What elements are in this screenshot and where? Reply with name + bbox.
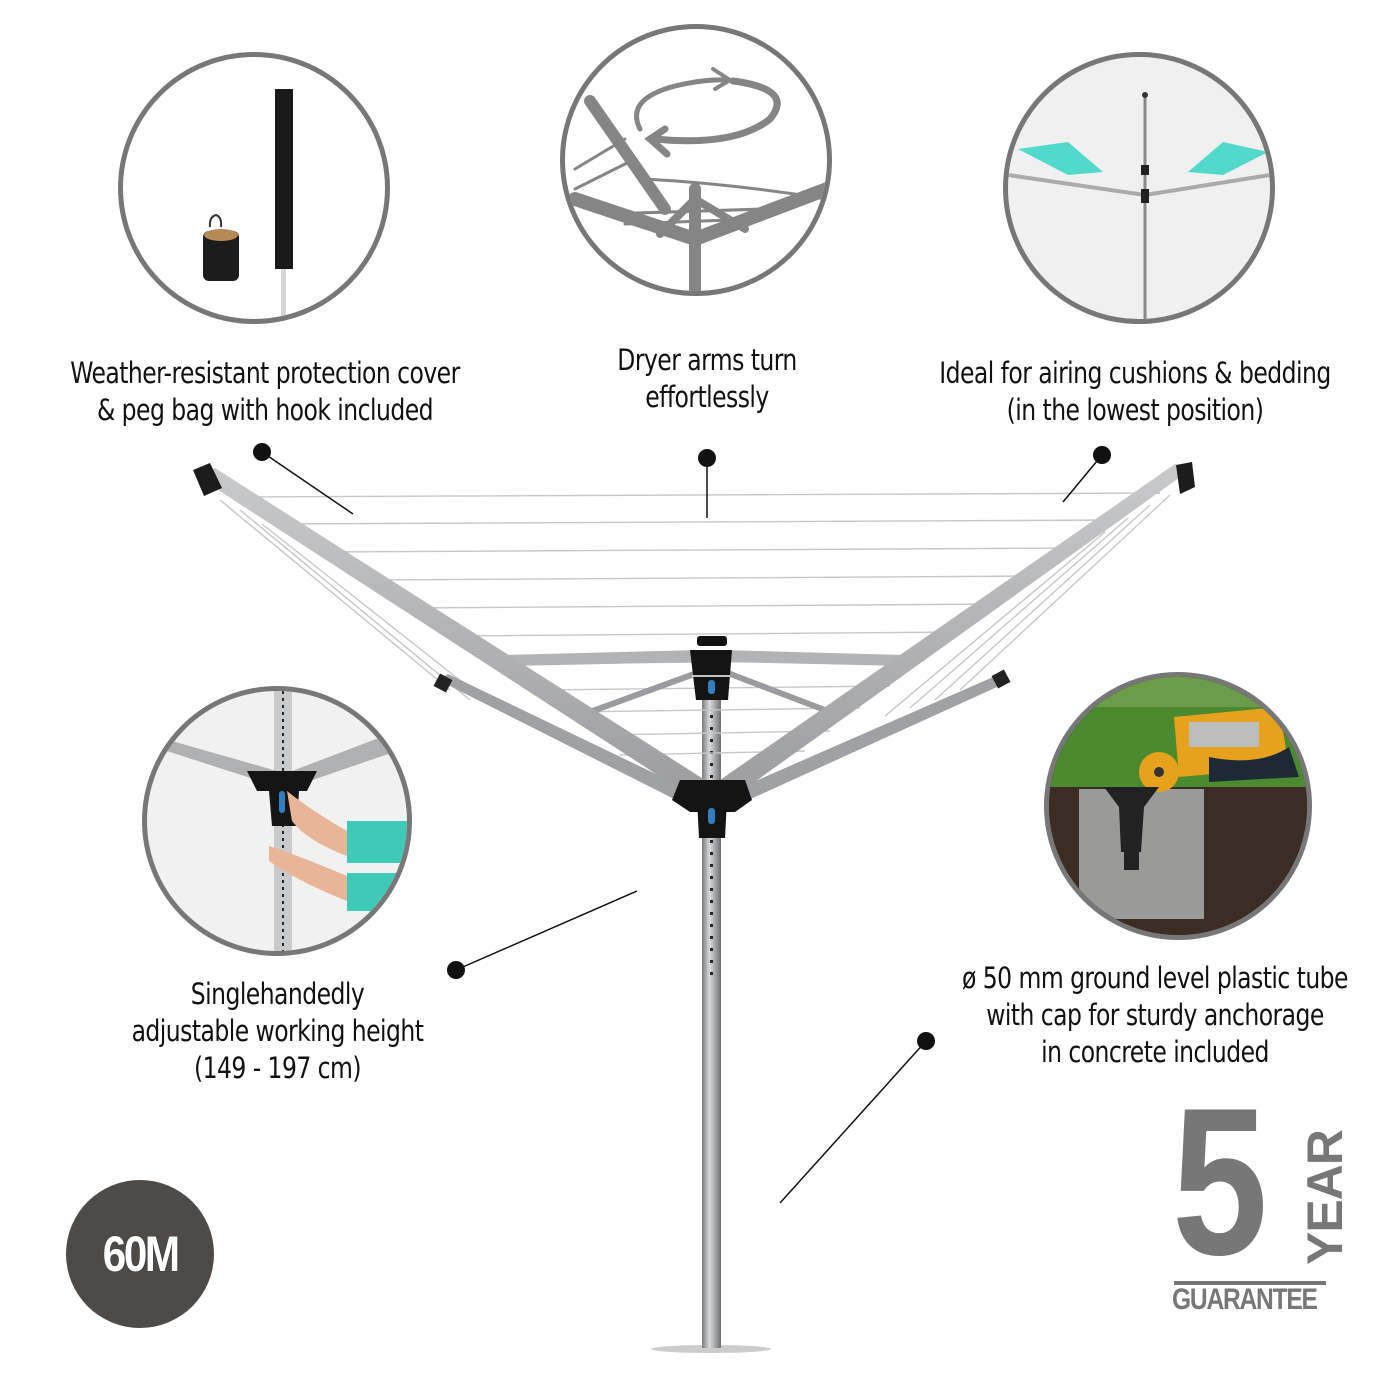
- cushions-on-dryer-icon: [1008, 92, 1270, 319]
- upper-arm-left: [195, 468, 705, 796]
- caption-cushions-bedding: Ideal for airing cushions & bedding (in …: [924, 355, 1347, 429]
- blue-release-button: [708, 680, 715, 694]
- guarantee-badge: 5 YEAR GUARANTEE: [1172, 1077, 1353, 1317]
- rotate-arrows-icon: [568, 67, 827, 291]
- guarantee-unit: YEAR: [1297, 1130, 1353, 1265]
- protection-cover-photo-circle: [118, 52, 390, 324]
- clothes-lines: [219, 492, 1171, 756]
- strut-left: [588, 667, 707, 715]
- ground-shadow: [651, 1345, 771, 1353]
- upper-arm-right: [720, 464, 1190, 796]
- guarantee-number: 5: [1172, 1064, 1268, 1299]
- top-hub: [690, 636, 732, 700]
- back-arm-left: [505, 650, 700, 666]
- rotating-arms-icon-circle: [560, 24, 832, 296]
- caption-line: Singlehandedly: [190, 977, 365, 1011]
- arm-end-cap: [433, 673, 453, 693]
- adjustable-height-photo-circle: [142, 686, 412, 956]
- protection-cover-and-peg-bag-icon: [203, 89, 293, 319]
- cushions-photo-circle: [1003, 52, 1275, 324]
- caption-adjustable-height: Singlehandedly adjustable working height…: [118, 976, 438, 1087]
- strut-right: [718, 667, 832, 715]
- caption-line: adjustable working height: [131, 1014, 424, 1048]
- caption-ground-tube: ø 50 mm ground level plastic tube with c…: [953, 960, 1358, 1071]
- arm-end-cap: [991, 669, 1011, 689]
- guarantee-label: GUARANTEE: [1172, 1283, 1318, 1316]
- ground-tube-in-concrete-icon: [1049, 677, 1307, 935]
- front-arm-left: [438, 674, 710, 812]
- leader-lines: [253, 443, 1111, 1204]
- caption-line: (in the lowest position): [1006, 393, 1264, 427]
- caption-line: in concrete included: [1041, 1035, 1269, 1069]
- caption-line: Ideal for airing cushions & bedding: [939, 356, 1331, 390]
- caption-line: ø 50 mm ground level plastic tube: [962, 961, 1348, 995]
- back-arm-right: [722, 650, 905, 666]
- caption-line: Dryer arms turn: [617, 343, 797, 377]
- bottom-hub: [672, 780, 752, 838]
- caption-line: (149 - 197 cm): [193, 1051, 362, 1085]
- caption-line: with cap for sturdy anchorage: [986, 998, 1324, 1032]
- caption-line: effortlessly: [645, 380, 769, 414]
- caption-protection-cover: Weather-resistant protection cover & peg…: [54, 355, 477, 429]
- front-arm-right: [712, 674, 1008, 812]
- line-length-badge: 60M: [66, 1180, 214, 1328]
- ground-tube-photo-circle: [1044, 672, 1312, 940]
- arm-end-cap-left: [193, 463, 222, 496]
- guarantee-divider: [1174, 1281, 1326, 1285]
- arm-end-cap-right: [1176, 462, 1195, 494]
- caption-line: & peg bag with hook included: [96, 393, 434, 427]
- caption-rotating-arms: Dryer arms turn effortlessly: [599, 342, 815, 416]
- caption-line: Weather-resistant protection cover: [70, 356, 460, 390]
- line-length-text: 60M: [102, 1226, 180, 1282]
- hand-adjusting-height-icon: [167, 691, 407, 951]
- blue-height-button: [708, 808, 715, 824]
- main-pole: [702, 700, 721, 1348]
